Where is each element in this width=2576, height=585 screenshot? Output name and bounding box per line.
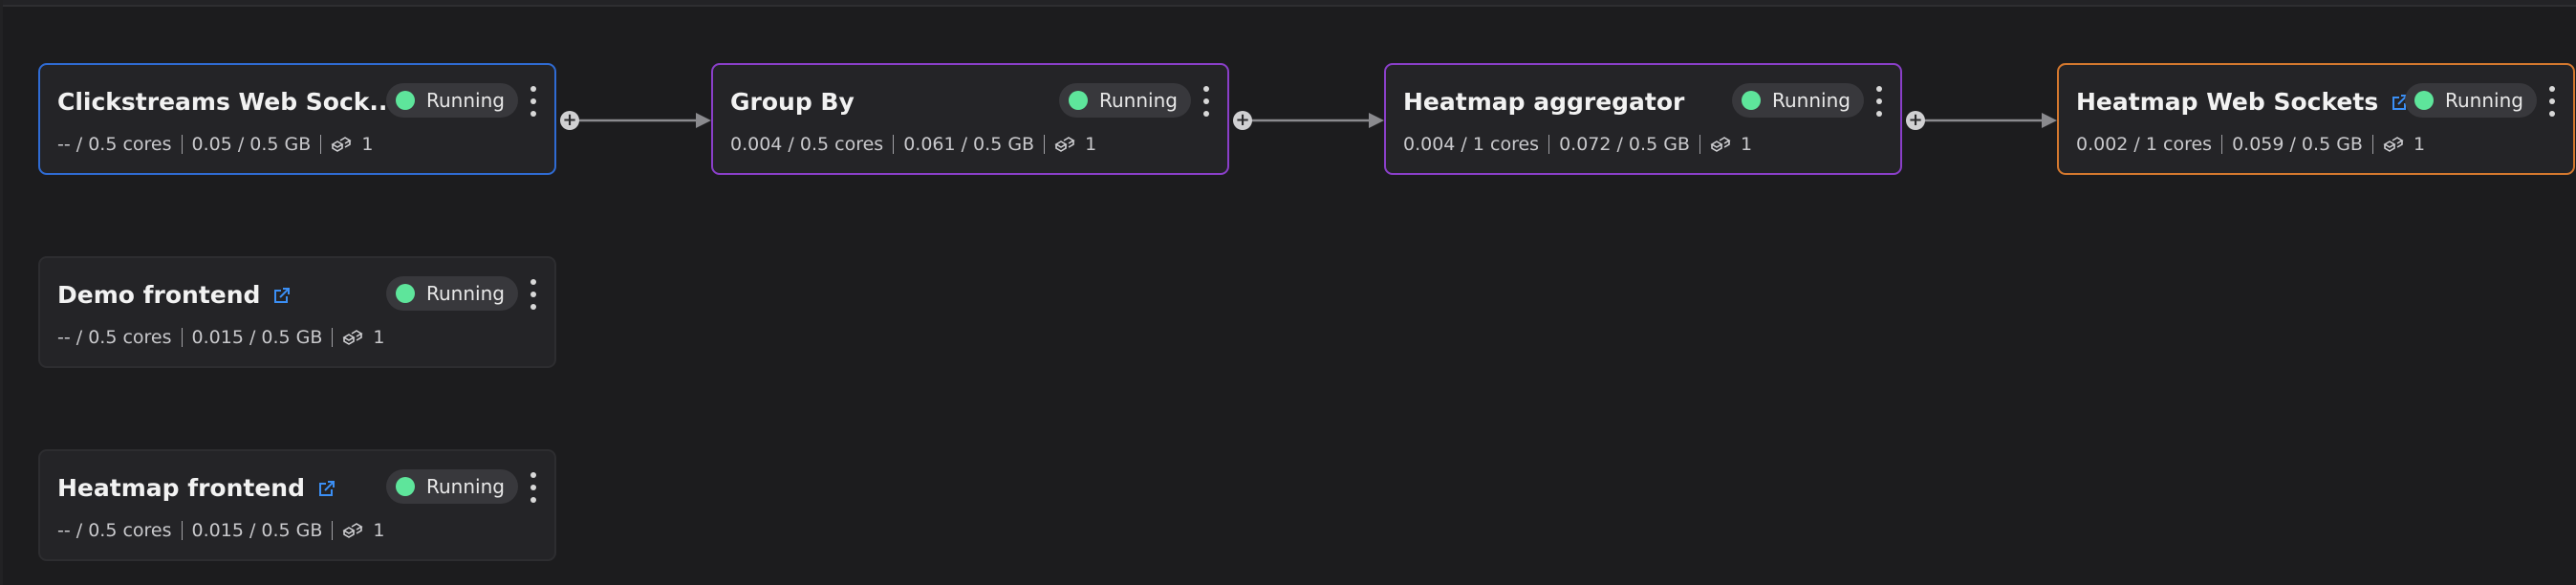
status-dot-icon [396, 91, 415, 110]
status-label: Running [1099, 89, 1178, 112]
cpu-usage: -- / 0.5 cores [57, 327, 172, 348]
cpu-usage: -- / 0.5 cores [57, 134, 172, 155]
status-dot-icon [2414, 91, 2434, 110]
divider [893, 135, 895, 154]
node-title: Clickstreams Web Sock... [57, 88, 397, 116]
replica-count: 1 [1085, 134, 1097, 155]
memory-usage: 0.061 / 0.5 GB [903, 134, 1035, 155]
divider [332, 521, 334, 540]
status-label: Running [2445, 89, 2523, 112]
status-badge: Running [386, 276, 518, 311]
cpu-usage: -- / 0.5 cores [57, 520, 172, 541]
status-dot-icon [1069, 91, 1088, 110]
more-vertical-icon[interactable] [1197, 86, 1216, 117]
divider [2221, 135, 2223, 154]
node-stats: 0.002 / 1 cores 0.059 / 0.5 GB 1 [2076, 134, 2425, 155]
cpu-usage: 0.004 / 1 cores [1403, 134, 1540, 155]
status-dot-icon [396, 284, 415, 303]
status-badge: Running [386, 469, 518, 504]
more-vertical-icon[interactable] [524, 86, 543, 117]
node-heatmap-aggregator[interactable]: Heatmap aggregator Running 0.004 / 1 cor… [1384, 63, 1902, 175]
more-vertical-icon[interactable] [1870, 86, 1889, 117]
status-label: Running [426, 282, 505, 305]
divider [1044, 135, 1046, 154]
replica-count: 1 [361, 134, 374, 155]
status-badge: Running [1732, 83, 1864, 118]
status-label: Running [1772, 89, 1851, 112]
memory-usage: 0.015 / 0.5 GB [191, 520, 323, 541]
node-title: Heatmap Web Sockets [2076, 88, 2379, 116]
status-badge: Running [386, 83, 518, 118]
edge-groupby-to-aggregator [1243, 113, 1384, 128]
node-stats: -- / 0.5 cores 0.015 / 0.5 GB 1 [57, 520, 385, 541]
replica-count: 1 [373, 520, 385, 541]
node-clickstreams-web-sockets[interactable]: Clickstreams Web Sock... Running -- / 0.… [38, 63, 556, 175]
divider [181, 135, 183, 154]
divider [181, 521, 183, 540]
status-label: Running [426, 475, 505, 498]
status-dot-icon [1742, 91, 1761, 110]
status-badge: Running [1059, 83, 1191, 118]
status-label: Running [426, 89, 505, 112]
divider [1548, 135, 1550, 154]
divider [320, 135, 322, 154]
plus-icon[interactable]: + [560, 111, 579, 130]
replicas-icon [1710, 137, 1731, 152]
divider [332, 328, 334, 347]
memory-usage: 0.05 / 0.5 GB [191, 134, 312, 155]
node-stats: -- / 0.5 cores 0.015 / 0.5 GB 1 [57, 327, 385, 348]
node-group-by[interactable]: Group By Running 0.004 / 0.5 cores 0.061… [711, 63, 1229, 175]
node-title: Heatmap aggregator [1403, 88, 1685, 116]
node-title: Heatmap frontend [57, 474, 305, 502]
plus-icon[interactable]: + [1906, 111, 1925, 130]
status-dot-icon [396, 477, 415, 496]
more-vertical-icon[interactable] [524, 279, 543, 310]
replicas-icon [342, 523, 363, 538]
replicas-icon [2383, 137, 2404, 152]
more-vertical-icon[interactable] [2543, 86, 2562, 117]
node-title: Demo frontend [57, 281, 261, 309]
node-title: Group By [730, 88, 855, 116]
node-heatmap-frontend[interactable]: Heatmap frontend Running -- / 0.5 cores … [38, 449, 556, 561]
node-stats: -- / 0.5 cores 0.05 / 0.5 GB 1 [57, 134, 373, 155]
status-badge: Running [2405, 83, 2537, 118]
cpu-usage: 0.004 / 0.5 cores [730, 134, 884, 155]
more-vertical-icon[interactable] [524, 472, 543, 503]
divider [2371, 135, 2373, 154]
replicas-icon [342, 330, 363, 345]
node-demo-frontend[interactable]: Demo frontend Running -- / 0.5 cores 0.0… [38, 256, 556, 368]
memory-usage: 0.072 / 0.5 GB [1559, 134, 1690, 155]
replicas-icon [1054, 137, 1075, 152]
node-stats: 0.004 / 0.5 cores 0.061 / 0.5 GB 1 [730, 134, 1096, 155]
edge-clickstreams-to-groupby [570, 113, 711, 128]
memory-usage: 0.059 / 0.5 GB [2232, 134, 2363, 155]
node-stats: 0.004 / 1 cores 0.072 / 0.5 GB 1 [1403, 134, 1752, 155]
edge-aggregator-to-websockets [1916, 113, 2057, 128]
cpu-usage: 0.002 / 1 cores [2076, 134, 2213, 155]
canvas-left-edge [0, 0, 3, 585]
replica-count: 1 [373, 327, 385, 348]
top-toolbar-edge [0, 0, 2576, 7]
replica-count: 1 [2413, 134, 2426, 155]
memory-usage: 0.015 / 0.5 GB [191, 327, 323, 348]
node-heatmap-web-sockets[interactable]: Heatmap Web Sockets Running 0.002 / 1 co… [2057, 63, 2575, 175]
external-link-icon[interactable] [316, 478, 337, 499]
plus-icon[interactable]: + [1233, 111, 1252, 130]
replica-count: 1 [1740, 134, 1753, 155]
divider [1699, 135, 1700, 154]
external-link-icon[interactable] [271, 285, 292, 306]
divider [181, 328, 183, 347]
replicas-icon [331, 137, 352, 152]
